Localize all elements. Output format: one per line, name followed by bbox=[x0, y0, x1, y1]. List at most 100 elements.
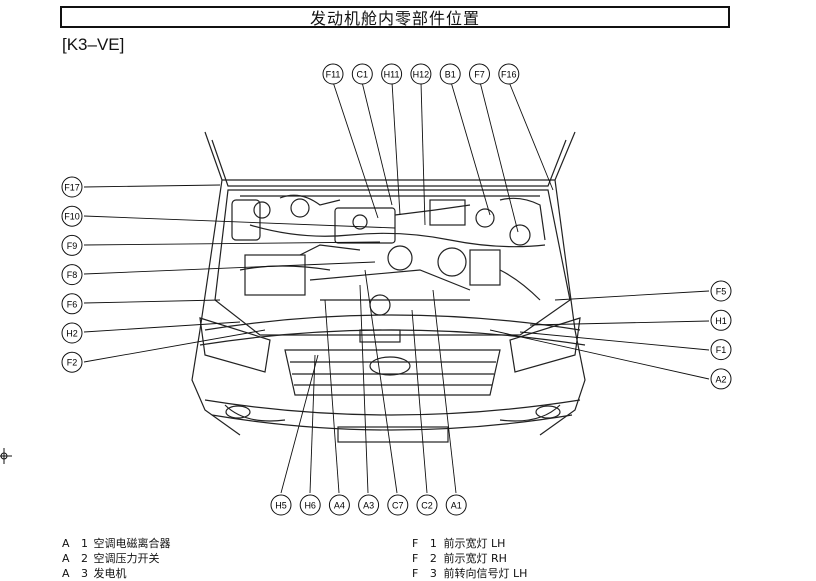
callout-f7: F7 bbox=[469, 63, 490, 85]
legend-code: A 3 bbox=[62, 567, 93, 580]
legend-text: 前示宽灯 LH bbox=[443, 537, 506, 550]
callout-label: C1 bbox=[357, 70, 369, 80]
callout-label: H6 bbox=[304, 501, 316, 511]
callout-f17: F17 bbox=[61, 176, 83, 198]
callout-a3: A3 bbox=[358, 494, 380, 516]
callout-label: F7 bbox=[474, 70, 485, 80]
callout-circle bbox=[410, 63, 432, 85]
callout-f9: F9 bbox=[61, 234, 83, 256]
callout-label: A2 bbox=[715, 374, 726, 384]
callout-a4: A4 bbox=[328, 494, 350, 516]
callout-b1: B1 bbox=[439, 63, 461, 85]
callout-circle bbox=[469, 63, 490, 85]
callout-label: H2 bbox=[66, 329, 78, 339]
callout-label: H12 bbox=[413, 70, 430, 80]
callout-h11: H11 bbox=[381, 63, 403, 85]
callout-circle bbox=[710, 309, 732, 331]
callout-circle bbox=[61, 205, 83, 227]
callout-circle bbox=[445, 494, 467, 516]
callout-label: F1 bbox=[716, 345, 727, 355]
legend-text: 空调电磁离合器 bbox=[93, 537, 171, 550]
callout-c1: C1 bbox=[351, 63, 373, 85]
callout-label: C2 bbox=[421, 501, 433, 511]
legend-code: A 2 bbox=[62, 552, 93, 565]
callout-circle bbox=[61, 351, 83, 373]
registration-mark-icon bbox=[0, 448, 12, 464]
callout-f6: F6 bbox=[61, 293, 83, 315]
callout-label: A1 bbox=[451, 501, 462, 511]
callout-label: H11 bbox=[384, 70, 400, 80]
leader-lines bbox=[83, 81, 710, 494]
legend-text: 发电机 bbox=[93, 567, 127, 580]
callout-circle bbox=[710, 368, 732, 390]
callout-label: F9 bbox=[67, 241, 78, 251]
callout-circle bbox=[498, 63, 520, 85]
callout-label: F5 bbox=[716, 287, 727, 297]
callout-label: F8 bbox=[67, 270, 78, 280]
engine-model-label: [K3–VE] bbox=[62, 35, 125, 54]
callout-label: B1 bbox=[445, 70, 456, 80]
callout-circle bbox=[381, 63, 403, 85]
callout-h12: H12 bbox=[410, 63, 432, 85]
callout-a1: A1 bbox=[445, 494, 467, 516]
callout-label: F17 bbox=[64, 183, 80, 193]
callout-f11: F11 bbox=[322, 63, 344, 85]
legend-text: 前示宽灯 RH bbox=[443, 552, 507, 565]
callout-circle bbox=[61, 234, 83, 256]
legend-row: F 3 前转向信号灯 LH bbox=[412, 566, 527, 581]
callout-circle bbox=[299, 494, 321, 516]
legend-row: A 2 空调压力开关 bbox=[62, 551, 171, 566]
callout-circle bbox=[322, 63, 344, 85]
callout-circle bbox=[328, 494, 350, 516]
callout-h5: H5 bbox=[270, 494, 292, 516]
callout-f10: F10 bbox=[61, 205, 83, 227]
callout-h6: H6 bbox=[299, 494, 321, 516]
callout-circle bbox=[61, 176, 83, 198]
callout-label: A3 bbox=[363, 501, 374, 511]
callout-label: F6 bbox=[67, 299, 78, 309]
callout-h2: H2 bbox=[61, 322, 83, 344]
legend-row: F 1 前示宽灯 LH bbox=[412, 536, 527, 551]
legend-row: A 1 空调电磁离合器 bbox=[62, 536, 171, 551]
callout-label: C7 bbox=[392, 501, 404, 511]
callout-f8: F8 bbox=[61, 264, 83, 286]
callout-circle bbox=[387, 494, 409, 516]
callout-circle bbox=[351, 63, 373, 85]
callout-c2: C2 bbox=[416, 494, 438, 516]
callout-f2: F2 bbox=[61, 351, 83, 373]
callout-circle bbox=[416, 494, 438, 516]
callout-label: H5 bbox=[275, 501, 287, 511]
callout-circle bbox=[710, 280, 732, 302]
callout-h1: H1 bbox=[710, 309, 732, 331]
callout-label: F11 bbox=[326, 70, 341, 80]
legend-right: F 1 前示宽灯 LH F 2 前示宽灯 RH F 3 前转向信号灯 LH bbox=[412, 536, 527, 581]
callout-f1: F1 bbox=[710, 339, 732, 361]
callout-f16: F16 bbox=[498, 63, 520, 85]
callout-label: F16 bbox=[501, 70, 517, 80]
callout-label: F10 bbox=[64, 212, 80, 222]
callout-label: A4 bbox=[334, 501, 345, 511]
legend-code: F 1 bbox=[412, 537, 441, 550]
callout-label: F2 bbox=[67, 358, 78, 368]
callout-f5: F5 bbox=[710, 280, 732, 302]
callout-circle bbox=[61, 264, 83, 286]
callout-c7: C7 bbox=[387, 494, 409, 516]
callout-circle bbox=[61, 293, 83, 315]
callout-circle bbox=[270, 494, 292, 516]
callout-circle bbox=[61, 322, 83, 344]
legend-code: F 3 bbox=[412, 567, 441, 580]
legend-code: A 1 bbox=[62, 537, 93, 550]
legend-text: 前转向信号灯 LH bbox=[443, 567, 528, 580]
legend-left: A 1 空调电磁离合器 A 2 空调压力开关 A 3 发电机 bbox=[62, 536, 171, 581]
callout-circle bbox=[439, 63, 461, 85]
callout-label: H1 bbox=[715, 316, 727, 326]
callout-circle bbox=[710, 339, 732, 361]
legend-text: 空调压力开关 bbox=[93, 552, 160, 565]
legend-row: A 3 发电机 bbox=[62, 566, 171, 581]
page-title-box: 发动机舱内零部件位置 bbox=[60, 6, 730, 28]
page-title: 发动机舱内零部件位置 bbox=[309, 9, 480, 28]
callout-circle bbox=[358, 494, 380, 516]
legend-code: F 2 bbox=[412, 552, 441, 565]
